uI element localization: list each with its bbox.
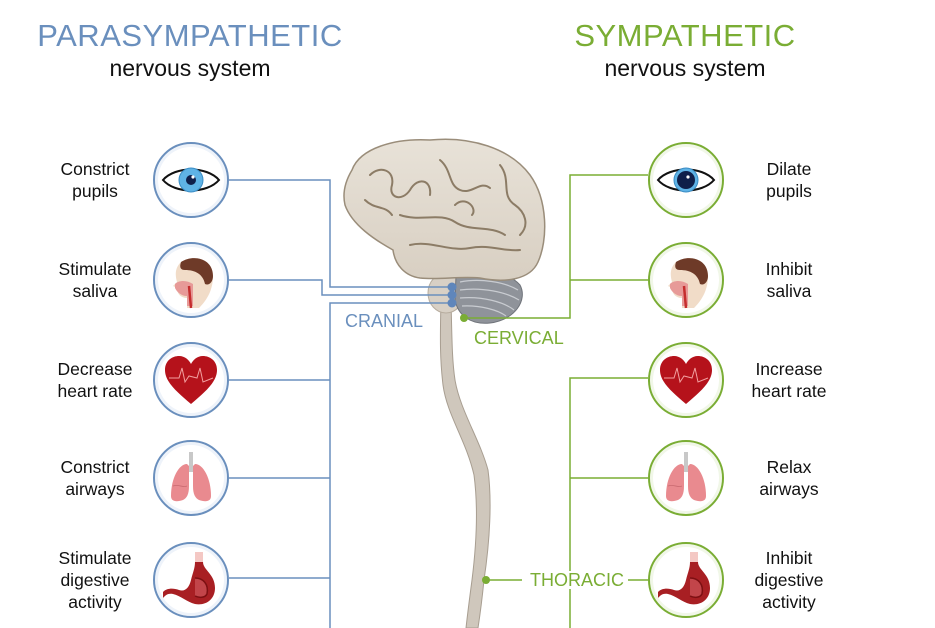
parasympathetic-effect-icon-circle bbox=[153, 342, 229, 418]
effect-text-line: activity bbox=[68, 592, 122, 612]
effect-text-line: Relax bbox=[766, 457, 812, 477]
thoracic-label: THORACIC bbox=[526, 571, 628, 589]
parasympathetic-effect-icon-circle bbox=[153, 542, 229, 618]
cranial-node-1 bbox=[447, 282, 457, 292]
cerebrum bbox=[343, 138, 546, 281]
stomach-icon bbox=[159, 548, 223, 612]
effect-text-line: Constrict bbox=[60, 159, 130, 179]
effect-text-line: heart rate bbox=[751, 381, 827, 401]
effect-text-line: Constrict bbox=[60, 457, 130, 477]
effect-text-line: digestive bbox=[754, 570, 824, 590]
parasympathetic-effect-icon-circle bbox=[153, 142, 229, 218]
parasympathetic-subtitle: nervous system bbox=[109, 55, 271, 81]
effect-text-line: Increase bbox=[755, 359, 823, 379]
sympathetic-title-block: SYMPATHETIC nervous system bbox=[560, 20, 810, 80]
cerebellum bbox=[454, 270, 523, 324]
heart-icon bbox=[654, 348, 718, 412]
cervical-node bbox=[460, 314, 468, 322]
head-saliva-icon bbox=[654, 248, 718, 312]
sympathetic-effect-icon-circle bbox=[648, 542, 724, 618]
effect-text-line: airways bbox=[759, 479, 819, 499]
effect-text-line: Inhibit bbox=[765, 259, 813, 279]
effect-text-line: Stimulate bbox=[58, 259, 132, 279]
stomach-icon bbox=[654, 548, 718, 612]
effect-text-line: pupils bbox=[766, 181, 812, 201]
cranial-node-2 bbox=[447, 290, 457, 300]
effect-text-line: activity bbox=[762, 592, 816, 612]
cranial-label: CRANIAL bbox=[345, 311, 424, 331]
effect-text-line: Inhibit bbox=[765, 548, 813, 568]
effect-text-line: Dilate bbox=[766, 159, 812, 179]
parasympathetic-title: PARASYMPATHETIC bbox=[37, 18, 343, 53]
thoracic-node bbox=[482, 576, 490, 584]
sympathetic-effect-icon-circle bbox=[648, 242, 724, 318]
effect-text-line: digestive bbox=[60, 570, 130, 590]
parasympathetic-title-block: PARASYMPATHETIC nervous system bbox=[30, 20, 350, 80]
effect-text-line: pupils bbox=[72, 181, 118, 201]
effect-text-line: saliva bbox=[766, 281, 812, 301]
eye-icon bbox=[654, 148, 718, 212]
lungs-icon bbox=[159, 446, 223, 510]
parasympathetic-connectors bbox=[229, 179, 451, 628]
effect-text-line: heart rate bbox=[57, 381, 133, 401]
sympathetic-connectors bbox=[464, 174, 648, 628]
parasympathetic-effect-icon-circle bbox=[153, 440, 229, 516]
sympathetic-effect-icon-circle bbox=[648, 342, 724, 418]
cervical-label: CERVICAL bbox=[474, 328, 564, 348]
parasympathetic-effect-icon-circle bbox=[153, 242, 229, 318]
cranial-node-3 bbox=[447, 298, 457, 308]
heart-icon bbox=[159, 348, 223, 412]
lungs-icon bbox=[654, 446, 718, 510]
effect-text-line: Stimulate bbox=[58, 548, 132, 568]
effect-text-line: saliva bbox=[72, 281, 118, 301]
effect-text-line: airways bbox=[65, 479, 125, 499]
sympathetic-title: SYMPATHETIC bbox=[574, 18, 796, 53]
head-saliva-icon bbox=[159, 248, 223, 312]
sympathetic-effect-icon-circle bbox=[648, 440, 724, 516]
effect-text-line: Decrease bbox=[57, 359, 133, 379]
sympathetic-effect-icon-circle bbox=[648, 142, 724, 218]
sympathetic-subtitle: nervous system bbox=[604, 55, 766, 81]
eye-icon bbox=[159, 148, 223, 212]
